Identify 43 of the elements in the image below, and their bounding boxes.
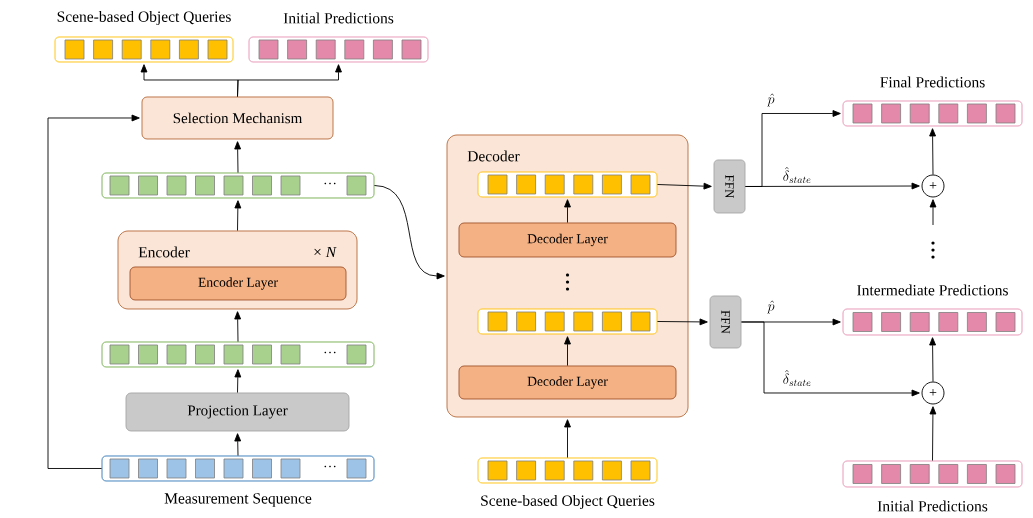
layer-box: Decoder Layer (458, 365, 677, 400)
arrow (237, 64, 342, 97)
edge-label: $\hat{p}$ (766, 299, 776, 315)
sequence-label: Scene-based Object Queries (57, 10, 231, 25)
ellipsis: … (324, 182, 336, 185)
arrow (929, 337, 936, 382)
arrow (745, 182, 920, 190)
edge-label: $\hat{\delta}_{state}$ (781, 369, 813, 387)
layer-box: Selection Mechanism (141, 96, 334, 140)
arrow (929, 199, 937, 226)
arrow (564, 199, 571, 223)
arrow (234, 141, 242, 173)
sequence-label: Intermediate Predictions (857, 284, 1008, 296)
sequence-label: Measurement Sequence (164, 493, 312, 507)
arrow (929, 128, 936, 175)
ffn-box: FFN (709, 295, 742, 349)
token-sequence (477, 308, 658, 335)
ellipsis: … (324, 465, 336, 468)
edge-label: $\hat{\delta}_{state}$ (781, 166, 813, 184)
arrow (929, 406, 937, 461)
edge-label: $\hat{p}$ (766, 92, 776, 108)
token-sequence (477, 171, 658, 198)
arrow (564, 336, 571, 366)
ffn-box: FFN (713, 159, 746, 214)
arrow (741, 321, 920, 397)
sequence-label: Initial Predictions (283, 12, 394, 24)
arrow (657, 318, 708, 326)
layer-box: Encoder Layer (129, 266, 347, 301)
layer-box: Decoder Layer (458, 222, 677, 258)
arrow (657, 182, 712, 190)
arrow (374, 185, 445, 280)
repeat-label: × N (314, 246, 337, 258)
sequence-label: Initial Predictions (877, 500, 988, 512)
arrow (564, 419, 571, 458)
arrow (47, 114, 140, 469)
arrow (234, 433, 242, 456)
arrow (234, 200, 242, 231)
sequence-label: Scene-based Object Queries (481, 494, 655, 509)
arrow (234, 369, 242, 393)
sequence-label: Final Predictions (880, 76, 985, 88)
ellipsis: … (324, 351, 336, 354)
arrow (234, 311, 242, 342)
layer-box: Projection Layer (125, 392, 350, 432)
